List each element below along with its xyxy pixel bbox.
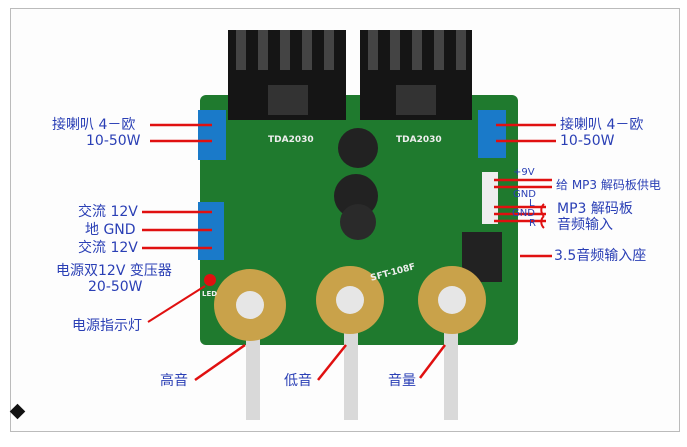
left-speaker-label: 接喇叭 4－欧 — [52, 117, 136, 133]
r-label: R — [529, 218, 536, 229]
potentiometers — [214, 266, 486, 420]
right-speaker-power: 10-50W — [560, 133, 615, 149]
chip-label: TDA2030 — [268, 135, 314, 145]
ac-input-1-label: 交流 12V — [78, 204, 138, 220]
ac-input-2-label: 交流 12V — [78, 240, 138, 256]
speaker-terminal-left — [198, 110, 226, 160]
transformer-power: 20-50W — [88, 279, 143, 295]
heatsink-right — [360, 30, 472, 120]
mp3-connectors — [482, 172, 498, 224]
mp3-board-label: MP3 解码板 — [557, 201, 633, 217]
leader-lines — [142, 123, 556, 382]
l-label: L — [529, 198, 535, 209]
mp3-power-label: 给 MP3 解码板供电 — [556, 178, 661, 192]
treble-label: 高音 — [160, 373, 188, 389]
chip-label: TDA2030 — [396, 135, 442, 145]
heatsink-left — [228, 30, 346, 120]
gnd-2-label: GND — [512, 208, 535, 219]
plus9v-label: +9V — [513, 167, 535, 178]
audio-input-label: 音频输入 — [557, 217, 613, 233]
led-label: LED — [202, 290, 218, 298]
right-speaker-label: 接喇叭 4－欧 — [560, 117, 644, 133]
left-speaker-power: 10-50W — [86, 133, 141, 149]
gnd-1-label: GND — [513, 189, 536, 200]
bass-label: 低音 — [284, 373, 312, 389]
capacitor — [338, 128, 378, 168]
speaker-terminal-right — [478, 110, 506, 158]
transformer-label: 电源双12V 变压器 — [56, 263, 172, 279]
volume-label: 音量 — [388, 373, 416, 389]
power-led-label: 电源指示灯 — [72, 318, 142, 334]
audio-jack-label: 3.5音频输入座 — [554, 248, 647, 264]
power-led — [204, 274, 216, 286]
gnd-label: 地 GND — [85, 222, 136, 238]
